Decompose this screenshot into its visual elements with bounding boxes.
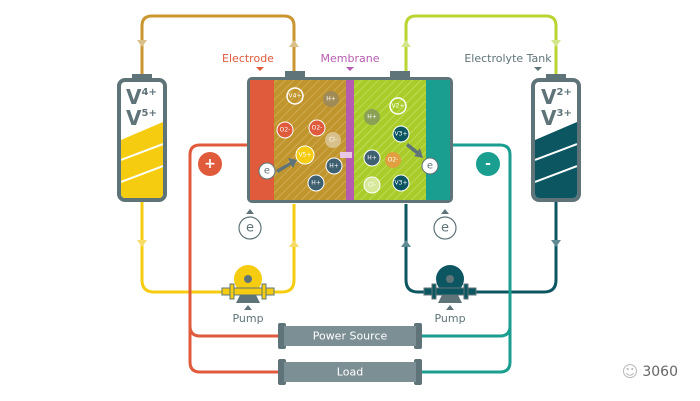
flow-arrow-icon bbox=[289, 40, 299, 47]
svg-text:V3+: V3+ bbox=[541, 106, 572, 130]
ion bbox=[323, 91, 339, 107]
positive-electrode bbox=[250, 80, 274, 200]
svg-text:V5+: V5+ bbox=[299, 152, 312, 159]
negative-terminal-icon bbox=[476, 152, 500, 176]
ion bbox=[286, 87, 304, 105]
svg-text:V4+: V4+ bbox=[289, 93, 302, 100]
positive-terminal-icon bbox=[198, 152, 222, 176]
membrane bbox=[346, 80, 354, 200]
ion bbox=[325, 157, 343, 175]
ion bbox=[325, 132, 341, 148]
wechat-icon: ☺ bbox=[621, 362, 639, 381]
svg-text:O2-: O2- bbox=[312, 125, 323, 132]
membrane-pointer-icon bbox=[346, 67, 354, 71]
electrode-pointer-icon bbox=[256, 67, 264, 71]
ion bbox=[276, 121, 294, 139]
electrode-label: Electrode bbox=[222, 52, 274, 65]
pump-left-label: Pump bbox=[232, 312, 263, 325]
svg-text:H+: H+ bbox=[326, 96, 336, 103]
electron-icon bbox=[258, 162, 276, 180]
ion bbox=[392, 125, 410, 143]
electron-icon bbox=[421, 157, 439, 175]
pipe-lime-top bbox=[404, 14, 558, 78]
svg-text:V3+: V3+ bbox=[395, 180, 408, 187]
svg-text:H+: H+ bbox=[367, 114, 377, 121]
svg-text:V4+: V4+ bbox=[126, 85, 157, 109]
svg-text:V2+: V2+ bbox=[541, 85, 572, 109]
ion bbox=[307, 174, 325, 192]
svg-text:e: e bbox=[441, 221, 449, 236]
electrolyte-tank-label: Electrolyte Tank bbox=[464, 52, 552, 65]
svg-text:+: + bbox=[204, 156, 216, 172]
ion bbox=[363, 176, 381, 194]
pipe-yellow-bottom bbox=[140, 200, 296, 294]
flow-arrow-icon bbox=[551, 40, 561, 47]
svg-text:e: e bbox=[264, 166, 270, 177]
flow-arrow-icon bbox=[289, 240, 299, 247]
electron-flow-arrow-icon bbox=[246, 209, 254, 214]
electron-icon bbox=[433, 216, 457, 240]
wire-positive bbox=[188, 143, 280, 338]
watermark-text: 3060 bbox=[642, 363, 678, 380]
electron-flow-arrow-icon bbox=[441, 209, 449, 214]
reaction-arrow-icon bbox=[276, 158, 297, 173]
tank-pointer-icon bbox=[534, 67, 542, 71]
ion bbox=[308, 119, 326, 137]
reaction-arrow-icon bbox=[406, 143, 423, 158]
pump-left[interactable] bbox=[221, 265, 275, 310]
load[interactable]: Load bbox=[278, 359, 422, 385]
pump-right[interactable] bbox=[423, 265, 477, 310]
negative-electrode bbox=[426, 80, 450, 200]
svg-text:V2+: V2+ bbox=[392, 103, 405, 110]
ions-negative-side: V2+ H+ V3+ H+ O2- Cl- V3+ bbox=[363, 97, 423, 194]
svg-text:V5+: V5+ bbox=[126, 106, 157, 130]
svg-text:H+: H+ bbox=[329, 163, 339, 170]
left-electrolyte-tank: V4+ V5+ bbox=[117, 74, 167, 202]
svg-text:H+: H+ bbox=[311, 180, 321, 187]
svg-text:e: e bbox=[246, 221, 254, 236]
wire-negative bbox=[420, 143, 512, 338]
pipe-brown-top bbox=[140, 14, 296, 78]
ion bbox=[363, 149, 381, 167]
pipe-darkteal-bottom bbox=[404, 200, 558, 294]
ion bbox=[364, 109, 380, 125]
flow-cell bbox=[247, 71, 453, 203]
ion bbox=[389, 97, 407, 115]
svg-text:Load: Load bbox=[337, 366, 363, 379]
svg-text:Cl-: Cl- bbox=[329, 137, 337, 144]
wire-positive-load bbox=[188, 326, 280, 374]
svg-text:Power Source: Power Source bbox=[313, 330, 388, 343]
ion bbox=[295, 145, 315, 165]
svg-text:O2-: O2- bbox=[388, 157, 399, 164]
svg-text:V3+: V3+ bbox=[395, 131, 408, 138]
watermark: ☺ 3060 bbox=[622, 362, 678, 381]
ion bbox=[392, 174, 410, 192]
svg-text:H+: H+ bbox=[367, 155, 377, 162]
svg-text:e: e bbox=[427, 161, 433, 172]
ion bbox=[385, 152, 401, 168]
svg-text:O2-: O2- bbox=[280, 127, 291, 134]
power-source[interactable]: Power Source bbox=[278, 323, 422, 349]
ions-positive-side: V4+ H+ O2- O2- Cl- V5+ H+ H+ bbox=[276, 87, 352, 192]
svg-text:-: - bbox=[485, 156, 491, 172]
flow-arrow-icon bbox=[137, 240, 147, 247]
right-electrolyte-tank: V2+ V3+ bbox=[531, 74, 581, 202]
membrane-label: Membrane bbox=[321, 52, 380, 65]
svg-text:Cl-: Cl- bbox=[368, 182, 376, 189]
electron-icon bbox=[238, 216, 262, 240]
wire-negative-load bbox=[420, 326, 512, 374]
flow-arrow-icon bbox=[401, 240, 411, 247]
pump-right-label: Pump bbox=[434, 312, 465, 325]
flow-arrow-icon bbox=[551, 240, 561, 247]
flow-arrow-icon bbox=[137, 40, 147, 47]
flow-arrow-icon bbox=[401, 40, 411, 47]
